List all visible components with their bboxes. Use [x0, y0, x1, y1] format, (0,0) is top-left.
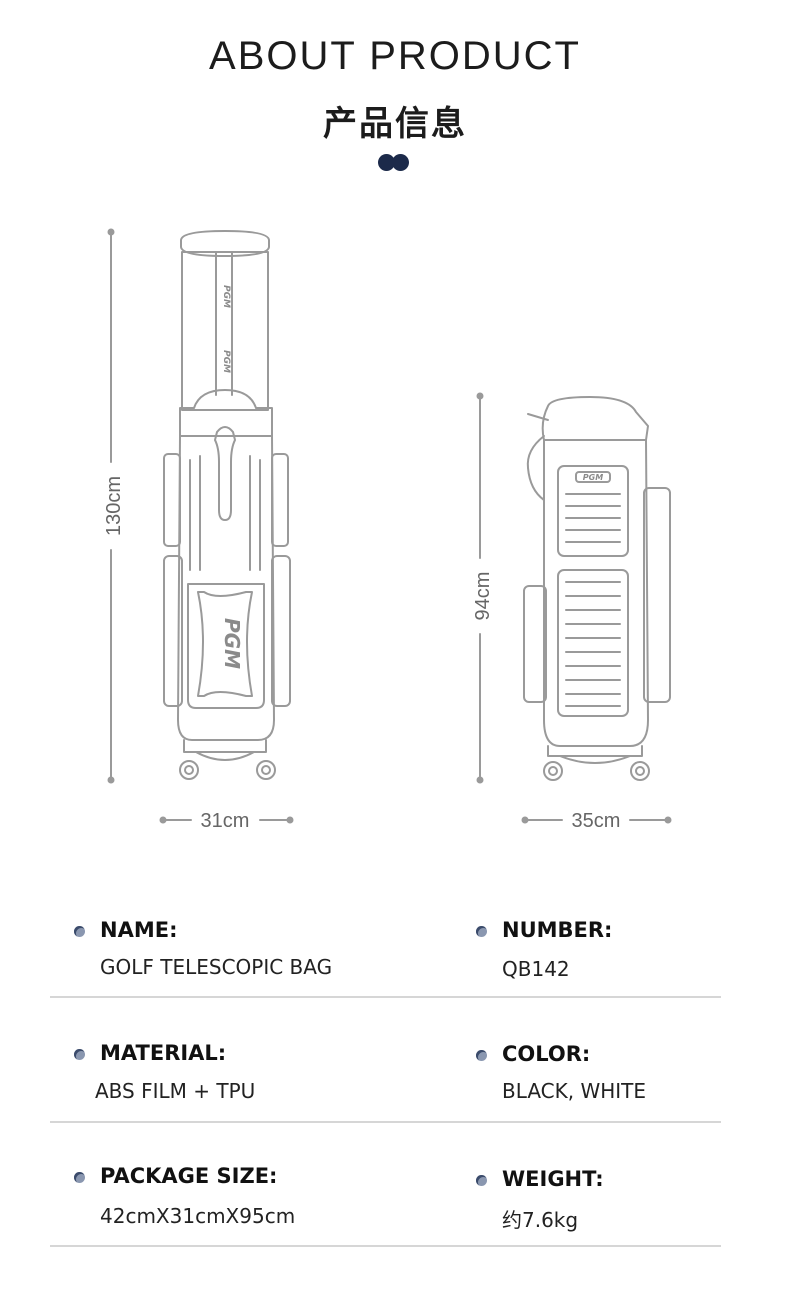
spec-label: COLOR:	[502, 1042, 591, 1066]
right-width-label: 35cm	[572, 810, 621, 832]
spec-value: 约7.6kg	[502, 1208, 579, 1232]
bullet-icon	[74, 926, 85, 937]
page-subtitle: 产品信息	[323, 104, 467, 144]
page-title: ABOUT PRODUCT	[209, 34, 581, 78]
bullet-icon	[476, 926, 487, 937]
spec-value: GOLF TELESCOPIC BAG	[100, 955, 333, 979]
product-dimension-drawing: PGM PGM PGM PGM 130cm 31cm 94cm 35cm	[103, 228, 672, 832]
brand-logo: PGM	[221, 350, 231, 373]
bullet-icon	[476, 1175, 487, 1186]
spec-label: NUMBER:	[502, 918, 613, 942]
spec-label: WEIGHT:	[502, 1167, 604, 1191]
left-width-dimension-line	[159, 816, 294, 824]
decorative-dots	[378, 153, 414, 173]
spec-label: PACKAGE SIZE:	[100, 1164, 278, 1188]
left-height-label: 130cm	[103, 476, 125, 536]
brand-logo: PGM	[221, 285, 231, 308]
right-width-dimension-line	[521, 816, 672, 824]
bullet-icon	[476, 1050, 487, 1061]
left-height-dimension-line	[107, 228, 115, 784]
right-height-label: 94cm	[472, 572, 494, 621]
divider	[50, 1245, 721, 1247]
divider	[50, 1121, 721, 1123]
right-height-dimension-line	[476, 392, 484, 784]
spec-value: QB142	[502, 957, 570, 981]
spec-value: 42cmX31cmX95cm	[100, 1204, 296, 1228]
brand-logo: PGM	[583, 473, 603, 482]
spec-label: NAME:	[100, 918, 178, 942]
spec-label: MATERIAL:	[100, 1041, 227, 1065]
dot-icon	[378, 154, 395, 171]
left-width-label: 31cm	[201, 810, 250, 832]
dot-icon	[392, 154, 409, 171]
spec-value: ABS FILM + TPU	[95, 1079, 256, 1103]
bullet-icon	[74, 1172, 85, 1183]
bullet-icon	[74, 1049, 85, 1060]
spec-value: BLACK, WHITE	[502, 1079, 647, 1103]
brand-logo: PGM	[220, 618, 244, 669]
golf-bag-side-view	[523, 396, 671, 781]
divider	[50, 996, 721, 998]
golf-bag-front-view	[163, 230, 291, 780]
